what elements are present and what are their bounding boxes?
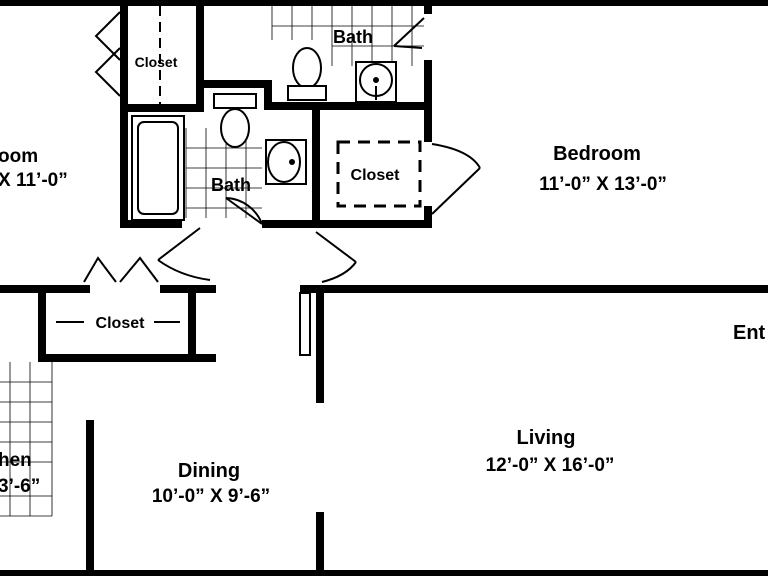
bedroom-right-size: 11’-0” X 13’-0” (539, 174, 667, 195)
hall-closet-doors (56, 256, 180, 323)
entry-label: Ent (733, 322, 766, 344)
bedroom-left-size: X 11’-0” (0, 170, 68, 191)
top-closet-door (94, 6, 161, 104)
hall-doors (157, 227, 357, 283)
kitchen-name: hen (0, 450, 32, 471)
closet-hall-label: Closet (96, 315, 146, 332)
kitchen-tile-grid (0, 362, 53, 517)
entry-frame (299, 292, 311, 356)
middle-bath-door (225, 197, 263, 225)
middle-bath-tub (131, 115, 185, 221)
closet-top-label: Closet (135, 54, 178, 70)
bath-top-label: Bath (333, 27, 373, 47)
bedroom-closet-bifold (336, 140, 422, 208)
bedroom-left-name: oom (0, 146, 38, 167)
bedroom-door (431, 143, 481, 215)
dining-size: 10’-0” X 9’-6” (152, 486, 270, 507)
bath-middle-label: Bath (211, 175, 251, 195)
closet-bedroom-label: Closet (351, 167, 401, 184)
living-size: 12’-0” X 16’-0” (486, 455, 615, 476)
top-bath-toilet (287, 47, 327, 101)
kitchen-size: 3’-6” (0, 476, 40, 497)
top-bath-tile-grid (271, 6, 424, 66)
top-bath-sink (355, 61, 397, 103)
top-bath-door (393, 17, 425, 49)
middle-bath-toilet (213, 93, 257, 148)
dining-name: Dining (178, 460, 240, 482)
living-name: Living (517, 427, 576, 449)
middle-bath-sink (265, 139, 307, 185)
bedroom-right-name: Bedroom (553, 143, 641, 165)
